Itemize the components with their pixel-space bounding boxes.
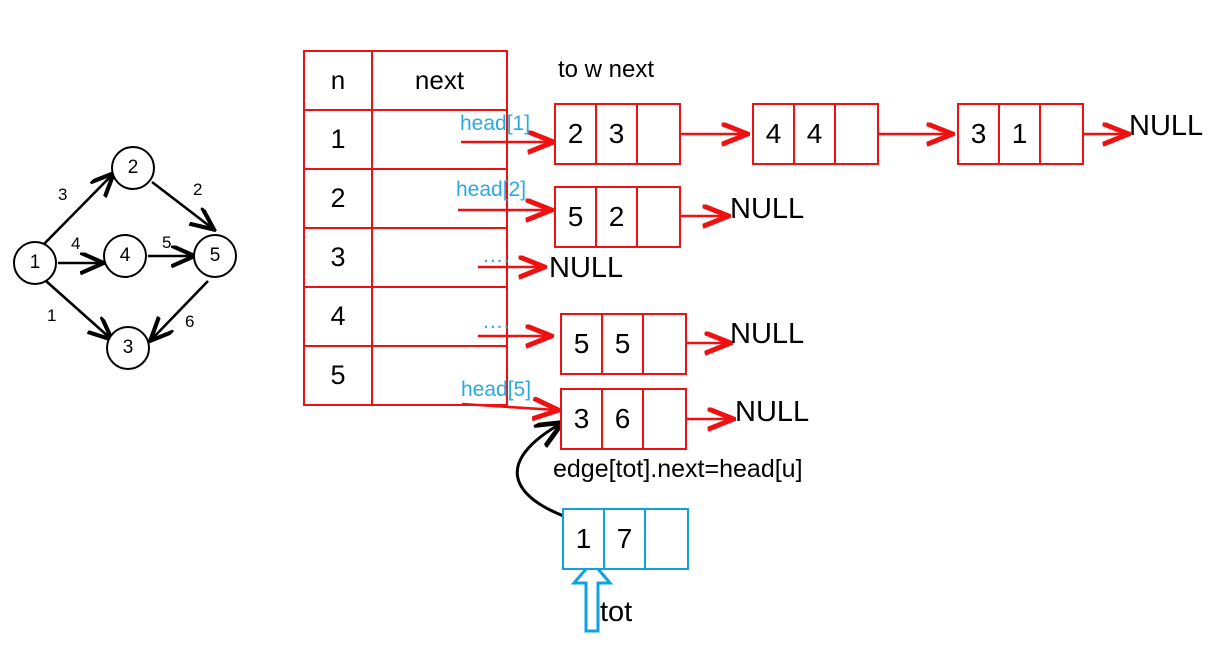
list-columns-header: to w next — [558, 56, 655, 83]
list-node-to: 3 — [959, 105, 1000, 163]
list-node-w: 1 — [1000, 105, 1041, 163]
tot-label: tot — [600, 596, 633, 628]
new-edge-node-to: 1 — [564, 510, 605, 568]
graph-node-label: 3 — [122, 337, 134, 358]
edge-weight-5-3: 6 — [185, 312, 195, 331]
list-node-next — [644, 315, 685, 373]
list-node-to: 3 — [562, 390, 603, 448]
code-annotation: edge[tot].next=head[u] — [553, 455, 803, 483]
graph-node-label: 1 — [29, 252, 41, 273]
table-row[interactable]: 3 — [303, 227, 508, 288]
graph-node-4[interactable]: 4 — [103, 234, 147, 278]
list-node-next — [638, 105, 679, 163]
edge-weight-1-3: 1 — [47, 306, 57, 325]
table-cell-next — [371, 227, 508, 288]
pointer-label-dots-4: .... — [483, 310, 511, 333]
list-node-next — [1041, 105, 1082, 163]
null-terminator: NULL — [730, 318, 805, 350]
graph-node-label: 5 — [209, 245, 221, 266]
table-cell-next — [371, 286, 508, 347]
list-node-w: 2 — [597, 188, 638, 246]
new-edge-node-next — [646, 510, 687, 568]
pointer-label-head-1: head[1] — [460, 112, 531, 135]
table-cell-next — [371, 168, 508, 229]
table-cell-n: 3 — [303, 227, 373, 288]
graph-node-3[interactable]: 3 — [106, 326, 150, 370]
table-row[interactable]: 2 — [303, 168, 508, 229]
graph-node-5[interactable]: 5 — [193, 234, 237, 278]
pointer-label-dots-3: .... — [483, 244, 511, 267]
list-node-next — [644, 390, 685, 448]
graph-node-label: 2 — [127, 157, 139, 178]
list-node[interactable]: 3 1 — [957, 103, 1084, 165]
graph-node-label: 4 — [119, 245, 131, 266]
pointer-label-head-5: head[5] — [461, 378, 532, 401]
list-node-next — [836, 105, 877, 163]
list-node[interactable]: 4 4 — [752, 103, 879, 165]
graph-node-2[interactable]: 2 — [111, 146, 155, 190]
table-cell-next — [371, 345, 508, 406]
list-node-to: 5 — [562, 315, 603, 373]
null-terminator: NULL — [735, 396, 810, 428]
graph-node-1[interactable]: 1 — [13, 241, 57, 285]
table-cell-n: 5 — [303, 345, 373, 406]
list-node-w: 4 — [795, 105, 836, 163]
list-node-w: 3 — [597, 105, 638, 163]
graph-edge-5-3 — [152, 280, 209, 339]
list-node-w: 5 — [603, 315, 644, 373]
list-node-next — [638, 188, 679, 246]
list-next-arrows — [661, 134, 1126, 419]
null-terminator: NULL — [1129, 110, 1204, 142]
list-node[interactable]: 3 6 — [560, 388, 687, 450]
edge-weight-2-5: 2 — [193, 180, 203, 199]
list-node-to: 4 — [754, 105, 795, 163]
table-header-n: n — [303, 50, 373, 111]
table-cell-n: 4 — [303, 286, 373, 347]
table-cell-next — [371, 109, 508, 170]
head-array-table: n next 1 2 3 4 5 — [303, 50, 508, 406]
null-terminator: NULL — [549, 252, 624, 284]
list-node[interactable]: 5 2 — [554, 186, 681, 248]
list-node-to: 2 — [556, 105, 597, 163]
null-terminator: NULL — [730, 193, 805, 225]
list-node[interactable]: 5 5 — [560, 313, 687, 375]
list-node-to: 5 — [556, 188, 597, 246]
list-node-w: 6 — [603, 390, 644, 448]
table-header-next: next — [371, 50, 508, 111]
edge-weight-1-2: 3 — [58, 185, 68, 204]
table-row[interactable]: 1 — [303, 109, 508, 170]
new-edge-node-w: 7 — [605, 510, 646, 568]
table-cell-n: 2 — [303, 168, 373, 229]
pointer-label-head-2: head[2] — [456, 178, 527, 201]
edge-weight-4-5: 5 — [162, 233, 172, 252]
list-node[interactable]: 2 3 — [554, 103, 681, 165]
edge-weight-1-4: 4 — [71, 234, 81, 253]
graph-edge-2-5 — [151, 180, 212, 228]
new-edge-node[interactable]: 1 7 — [562, 508, 689, 570]
table-row[interactable]: 4 — [303, 286, 508, 347]
table-header-row: n next — [303, 50, 508, 111]
table-cell-n: 1 — [303, 109, 373, 170]
table-row[interactable]: 5 — [303, 345, 508, 406]
